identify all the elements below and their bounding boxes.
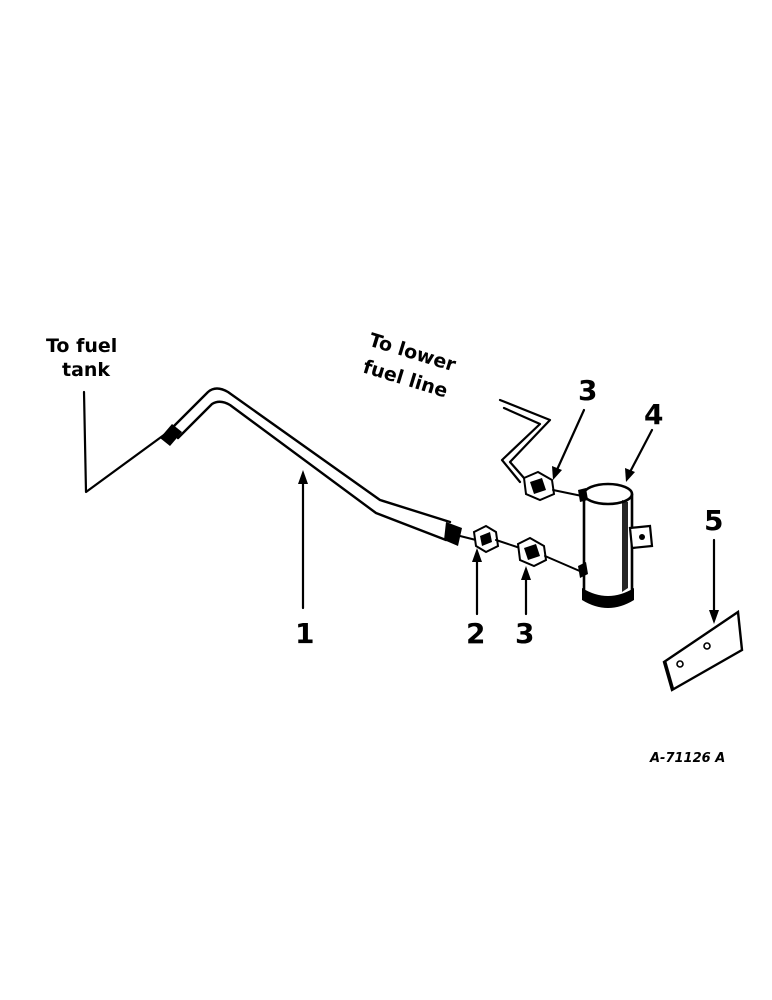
- leader-part-5: [709, 538, 719, 624]
- figure-reference: A-71126 A: [649, 751, 725, 766]
- fitting-part-2: [472, 524, 521, 554]
- part-number-4: 4: [644, 398, 663, 431]
- lower-fuel-line-pipe: [498, 398, 552, 484]
- part-number-5: 5: [704, 504, 723, 537]
- callout-fuel-tank-line2: tank: [62, 359, 110, 381]
- leader-part-1: [298, 470, 308, 610]
- part-number-3-lower: 3: [515, 617, 534, 650]
- part-number-2: 2: [466, 617, 485, 650]
- leader-part-4: [625, 428, 654, 482]
- fuel-filter-part-4: [578, 482, 654, 608]
- fitting-part-3-lower: [516, 536, 583, 573]
- leader-part-3-upper: [552, 408, 586, 480]
- part-number-3-upper: 3: [578, 374, 597, 407]
- fuel-tank-leader: [82, 390, 170, 494]
- part-number-1: 1: [295, 617, 314, 650]
- leader-part-2: [472, 548, 482, 616]
- callout-fuel-tank-line1: To fuel: [46, 335, 117, 357]
- fuel-pipe-part-1: [160, 387, 477, 546]
- leader-part-3-lower: [521, 566, 531, 616]
- fitting-part-3-upper: [522, 470, 583, 502]
- bracket-plate-part-5: [662, 609, 744, 692]
